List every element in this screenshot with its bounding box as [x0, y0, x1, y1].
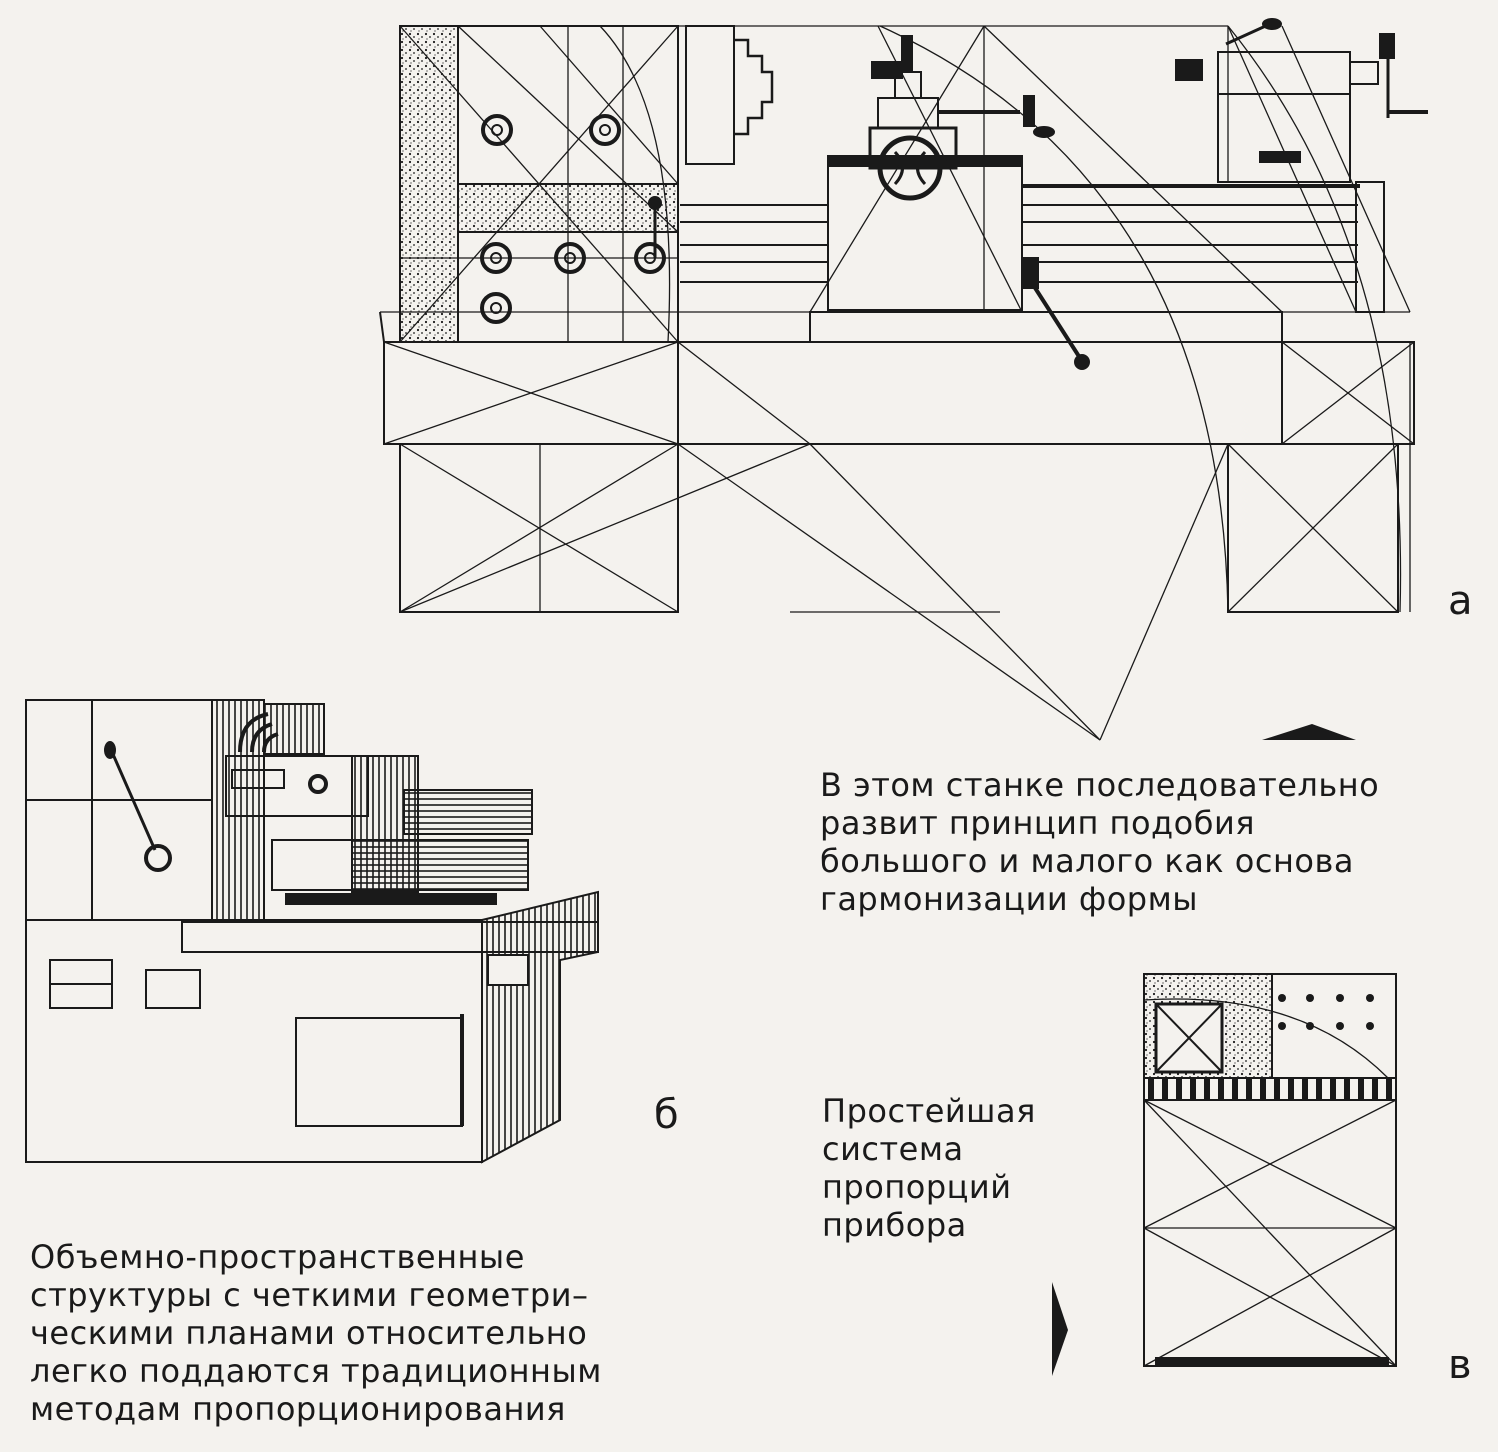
chuck [685, 25, 774, 165]
figure-label-a: а [1448, 578, 1473, 624]
tall-block [25, 699, 213, 921]
triangle-up-icon [1262, 724, 1356, 740]
caption-volumes: Объемно-пространственные структуры с чет… [30, 1238, 602, 1428]
headstock-dials [480, 114, 666, 324]
door-panel [295, 1017, 463, 1127]
middle-block [403, 789, 533, 835]
caption-lathe: В этом станке последовательно развит при… [820, 766, 1380, 918]
volumes-drawing [25, 699, 599, 1164]
lathe-top-construction [380, 25, 1411, 613]
headstock-construction-lines [399, 25, 679, 343]
figure-label-c: в [1448, 1342, 1472, 1388]
lathe-bed [379, 311, 1415, 445]
caption-device: Простейшая система пропорций прибора [822, 1092, 1036, 1244]
bed-rails [680, 181, 1385, 313]
triangle-right-icon [1052, 1282, 1068, 1376]
headstock-dotted-column [399, 25, 459, 343]
lathe-legs [399, 342, 1411, 741]
device-drawing [1143, 973, 1397, 1367]
device-indicator-dots [1278, 994, 1374, 1030]
carriage [827, 35, 1090, 370]
tailstock [1175, 18, 1428, 183]
lathe-drawing [379, 18, 1428, 741]
device-bar-strip [1143, 1077, 1397, 1101]
figure-label-b: б [654, 1092, 679, 1138]
